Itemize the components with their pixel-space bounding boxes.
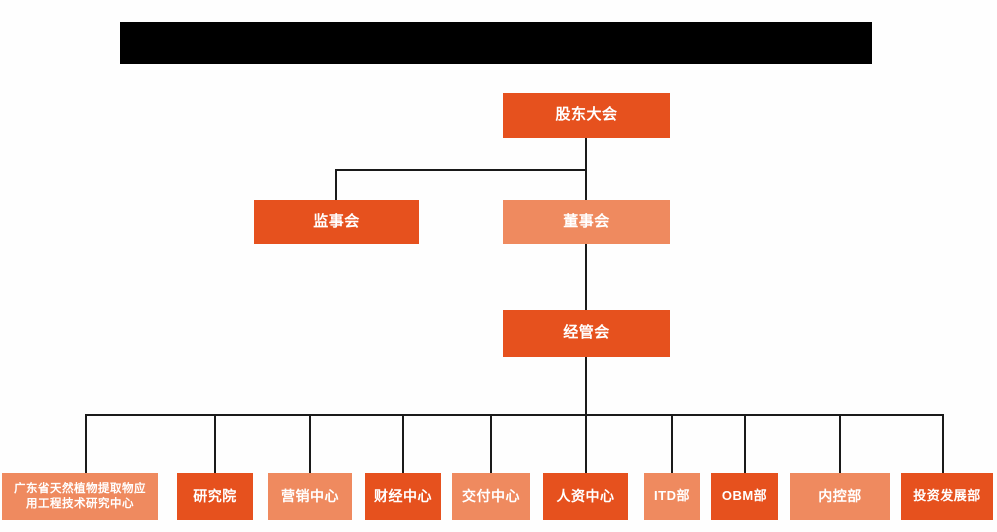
org-node-supervisors[interactable]: 监事会	[254, 200, 419, 244]
redacted-title-banner	[120, 22, 872, 64]
org-node-institute[interactable]: 研究院	[177, 473, 253, 520]
org-node-hr-center[interactable]: 人资中心	[543, 473, 628, 520]
org-node-label: 交付中心	[462, 487, 520, 504]
org-node-finance-center[interactable]: 财经中心	[365, 473, 441, 520]
org-node-itd-dept[interactable]: ITD部	[644, 473, 700, 520]
org-node-label: 广东省天然植物提取物应 用工程技术研究中心	[14, 483, 146, 510]
org-node-internal-control[interactable]: 内控部	[790, 473, 890, 520]
org-node-label: OBM部	[721, 488, 768, 504]
org-node-label: 投资发展部	[913, 488, 981, 504]
org-node-label: ITD部	[654, 488, 690, 504]
org-node-marketing-center[interactable]: 营销中心	[268, 473, 352, 520]
org-node-label: 营销中心	[281, 487, 339, 504]
org-node-label: 监事会	[313, 212, 360, 230]
org-node-research-center[interactable]: 广东省天然植物提取物应 用工程技术研究中心	[2, 473, 158, 520]
org-node-label: 财经中心	[374, 487, 432, 504]
org-node-directors[interactable]: 董事会	[503, 200, 670, 244]
org-node-label: 研究院	[193, 487, 237, 504]
org-node-label: 股东大会	[555, 106, 618, 124]
org-node-label: 人资中心	[556, 487, 615, 504]
org-node-label: 董事会	[563, 212, 610, 230]
org-node-obm-dept[interactable]: OBM部	[711, 473, 778, 520]
org-node-label: 经管会	[563, 324, 610, 342]
org-node-management[interactable]: 经管会	[503, 310, 670, 357]
org-node-investment-dev[interactable]: 投资发展部	[901, 473, 993, 520]
org-node-delivery-center[interactable]: 交付中心	[452, 473, 530, 520]
org-node-shareholders[interactable]: 股东大会	[503, 93, 670, 138]
org-node-label: 内控部	[818, 487, 862, 504]
